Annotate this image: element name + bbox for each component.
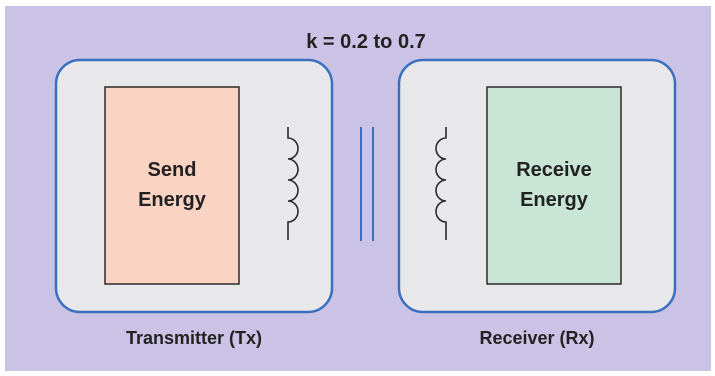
send-block-line2: Energy <box>138 189 207 211</box>
receive-block-line2: Energy <box>520 189 589 211</box>
receiver-caption: Receiver (Rx) <box>479 328 594 348</box>
transmitter-caption: Transmitter (Tx) <box>126 328 262 348</box>
transmitter-coil-icon <box>287 127 299 240</box>
send-energy-block <box>104 86 240 285</box>
coupling-coefficient-label: k = 0.2 to 0.7 <box>306 31 426 53</box>
receiver-coil-icon <box>435 127 447 240</box>
send-block-line1: Send <box>148 159 197 181</box>
receive-block-line1: Receive <box>516 159 592 181</box>
receive-energy-block <box>486 86 622 285</box>
